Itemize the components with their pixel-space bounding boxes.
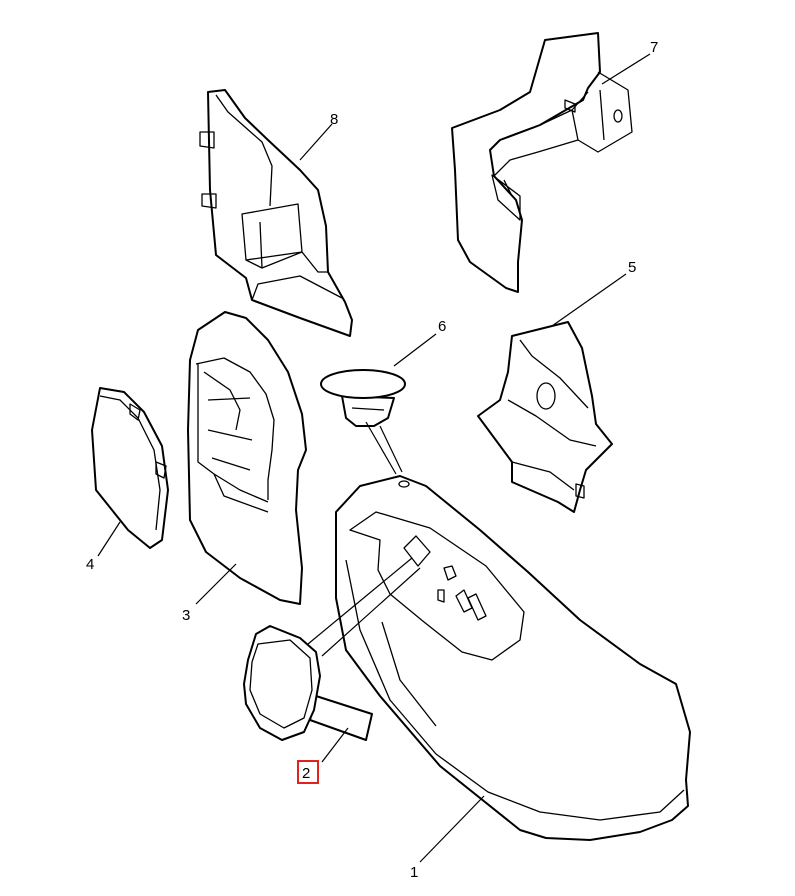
- part-3-speaker-surround[interactable]: [187, 311, 307, 605]
- part-7-upper-trim-bracket[interactable]: [451, 32, 633, 293]
- callout-2[interactable]: 2: [302, 765, 310, 782]
- part-2-switch-knob[interactable]: [243, 625, 373, 741]
- callout-3: 3: [182, 607, 190, 624]
- part-5-bracket-right[interactable]: [477, 321, 613, 513]
- callout-5: 5: [628, 259, 636, 276]
- callout-4: 4: [86, 556, 94, 573]
- callout-7: 7: [650, 39, 658, 56]
- part-1-lower-trim-panel[interactable]: [335, 475, 691, 841]
- callout-1: 1: [410, 864, 418, 881]
- callout-6: 6: [438, 318, 446, 335]
- callout-8: 8: [330, 111, 338, 128]
- part-4-speaker-grille-cover[interactable]: [91, 387, 169, 549]
- callout-2-highlight-box: [297, 760, 319, 784]
- part-6-retaining-clip[interactable]: [320, 369, 406, 427]
- part-8-side-bracket[interactable]: [199, 89, 353, 337]
- leader-lines: [97, 53, 651, 863]
